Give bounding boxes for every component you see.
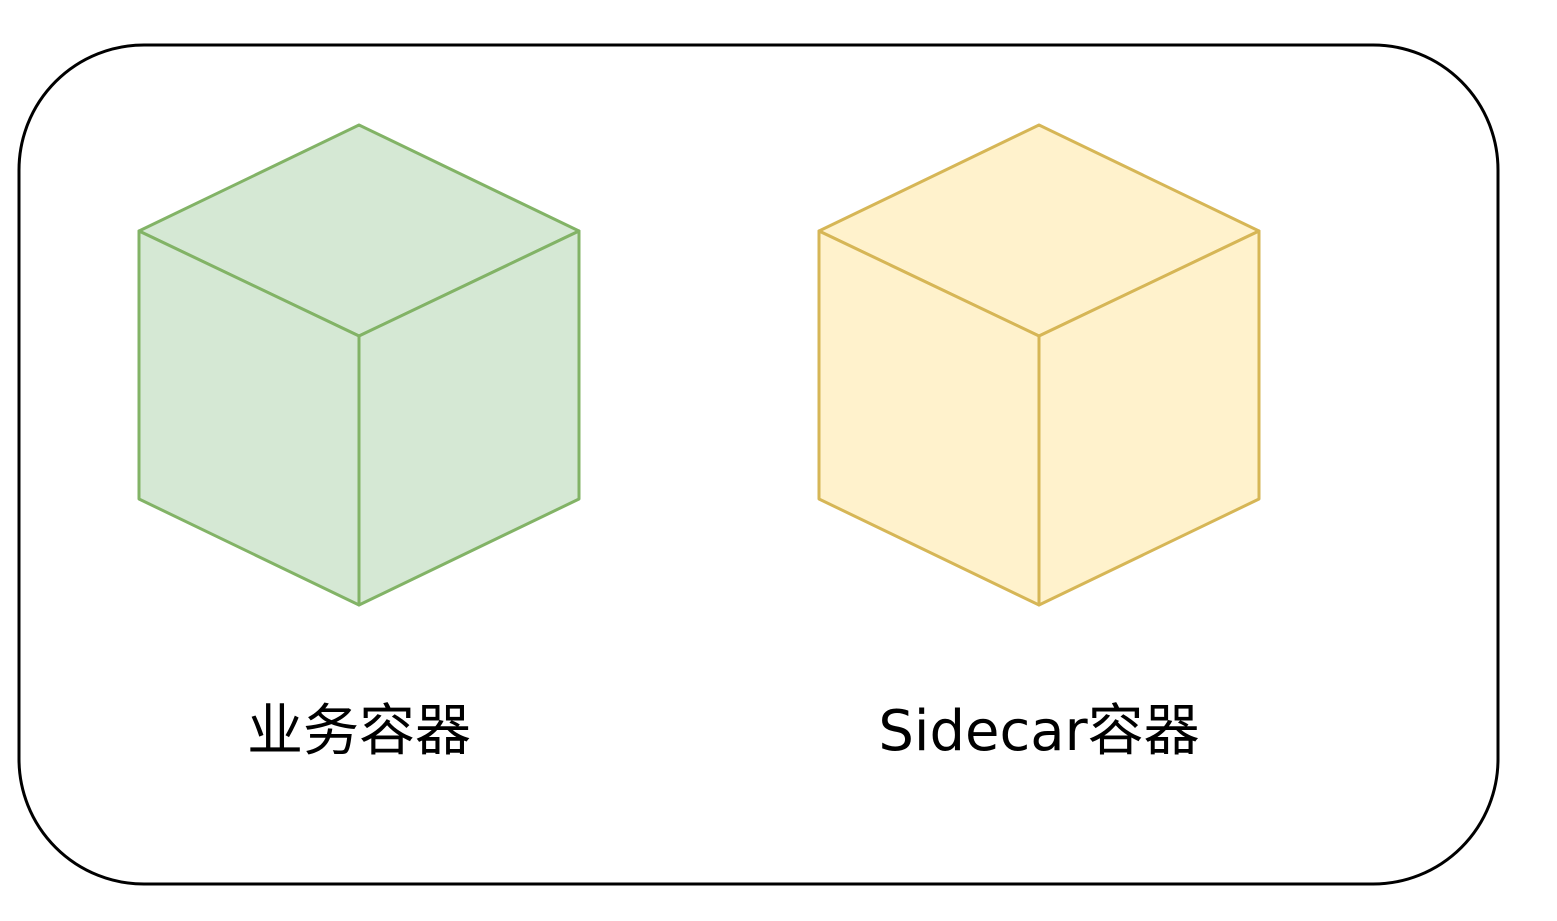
sidecar-container-label: Sidecar容器 — [878, 699, 1199, 764]
sidecar-container: Sidecar容器 — [817, 123, 1261, 764]
cube-face-right — [1037, 229, 1261, 607]
business-container: 业务容器 — [137, 123, 581, 764]
cube-icon — [137, 123, 581, 607]
cube-icon — [817, 123, 1261, 607]
business-container-label: 业务容器 — [247, 699, 471, 764]
cube-face-right — [357, 229, 581, 607]
